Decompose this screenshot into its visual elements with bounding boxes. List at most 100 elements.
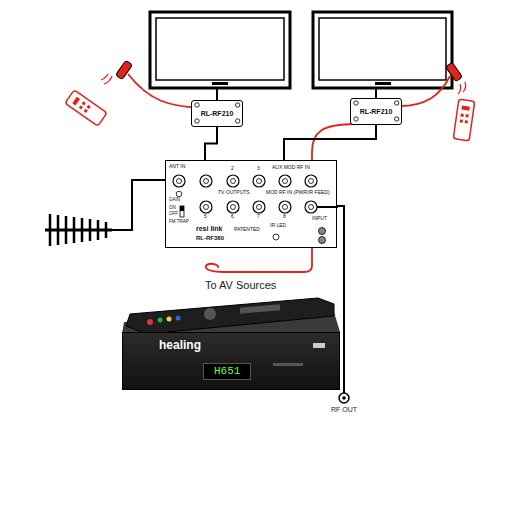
remote-button — [84, 109, 88, 113]
f-port — [253, 175, 265, 187]
ir-waves — [458, 82, 466, 94]
port — [353, 101, 357, 105]
port — [194, 103, 198, 107]
tv-frame — [150, 12, 290, 88]
label: RF OUT — [331, 406, 357, 414]
node-text: TV OUTPUTS — [218, 190, 250, 195]
f-port — [227, 175, 239, 187]
f-port — [279, 175, 291, 187]
f-port — [279, 201, 291, 213]
remote-button — [461, 106, 469, 111]
input-jack — [319, 228, 326, 235]
rf-out-connector — [339, 393, 349, 403]
panel-ports — [166, 161, 338, 249]
antenna — [45, 180, 166, 246]
switch — [180, 206, 184, 217]
remote-button — [79, 105, 83, 109]
port — [353, 117, 357, 121]
node-text: INPUT — [312, 216, 327, 221]
box-details — [123, 333, 341, 391]
f-port-core — [283, 205, 288, 210]
node-text: ANT IN — [169, 164, 185, 169]
f-port-core — [177, 179, 182, 184]
node-text: IR LED — [270, 223, 286, 228]
node-text: AUX MOD RF IN — [272, 165, 310, 170]
node-text: H651 — [203, 363, 251, 380]
node-text: RL-RF210 — [201, 110, 234, 117]
remote-button — [158, 318, 163, 323]
tv-button — [375, 82, 391, 85]
remote-button — [87, 105, 91, 109]
gain-knob — [176, 191, 182, 197]
remote-button — [460, 119, 463, 122]
coax-cable — [205, 127, 217, 160]
f-port-core — [231, 205, 236, 210]
node-text: PATENTED — [234, 227, 260, 232]
node-text: healing — [159, 339, 201, 351]
f-port-core — [257, 205, 262, 210]
remote-body — [453, 99, 474, 141]
f-port-core — [204, 205, 209, 210]
tv-button — [212, 82, 228, 85]
node-text: 3 — [257, 166, 260, 171]
node-text: 2 — [231, 166, 234, 171]
node-text: RL-RF210 — [360, 108, 393, 115]
remote-button — [465, 114, 468, 117]
remote-button — [465, 120, 468, 123]
remote-button — [176, 316, 181, 321]
node-text: 5 — [204, 214, 207, 219]
remote-button — [147, 319, 153, 325]
splitter-box: RL-RF210 — [350, 98, 403, 125]
node-text: 7 — [257, 214, 260, 219]
node-text: GAIN — [169, 198, 180, 203]
node-text: FM TRAP — [169, 220, 189, 225]
f-port — [200, 175, 212, 187]
f-port — [173, 175, 185, 187]
ir-cable — [128, 74, 200, 108]
remote-button — [167, 317, 172, 322]
ir-emitter — [206, 264, 224, 272]
set-top-box: healingH651 — [122, 332, 340, 390]
ir-cable — [400, 76, 450, 106]
antenna-cable — [112, 180, 166, 230]
port — [394, 117, 398, 121]
node-text: 8 — [283, 214, 286, 219]
port — [194, 119, 198, 123]
antenna-elements — [50, 214, 106, 246]
remote-right — [453, 99, 474, 141]
node-text: ON — [169, 206, 176, 211]
input-jack — [319, 237, 326, 244]
front-buttons — [273, 363, 303, 366]
f-port-core — [204, 179, 209, 184]
ir-eye — [116, 60, 133, 79]
ir-waves — [101, 74, 112, 84]
node-text: RL-RF380 — [196, 235, 224, 241]
f-port-core — [257, 179, 262, 184]
label: To AV Sources — [205, 279, 276, 291]
remote-button — [82, 101, 86, 105]
f-port-core — [309, 205, 314, 210]
node-text: MOD RF IN (PWR/IR FEED) — [266, 190, 330, 195]
ir-led-jack — [273, 234, 279, 240]
f-port-core — [231, 179, 236, 184]
f-port — [227, 201, 239, 213]
amplifier-panel: ANT IN 2 3 AUX MOD RF IN TV OUTPUTS MOD RF IN… — [165, 160, 337, 248]
rf-out-pin — [342, 396, 346, 400]
rf-out-cable — [317, 206, 338, 208]
usb-port — [313, 343, 325, 348]
remote-button — [460, 114, 463, 117]
remote-keys — [240, 304, 280, 313]
box-remote — [126, 298, 334, 334]
f-port-core — [309, 179, 314, 184]
port — [235, 119, 239, 123]
node-text: resi link — [196, 225, 222, 232]
f-port — [253, 201, 265, 213]
f-port — [305, 175, 317, 187]
tv-screen — [156, 18, 284, 80]
antenna-boom — [45, 229, 112, 232]
remote-button — [72, 97, 80, 106]
